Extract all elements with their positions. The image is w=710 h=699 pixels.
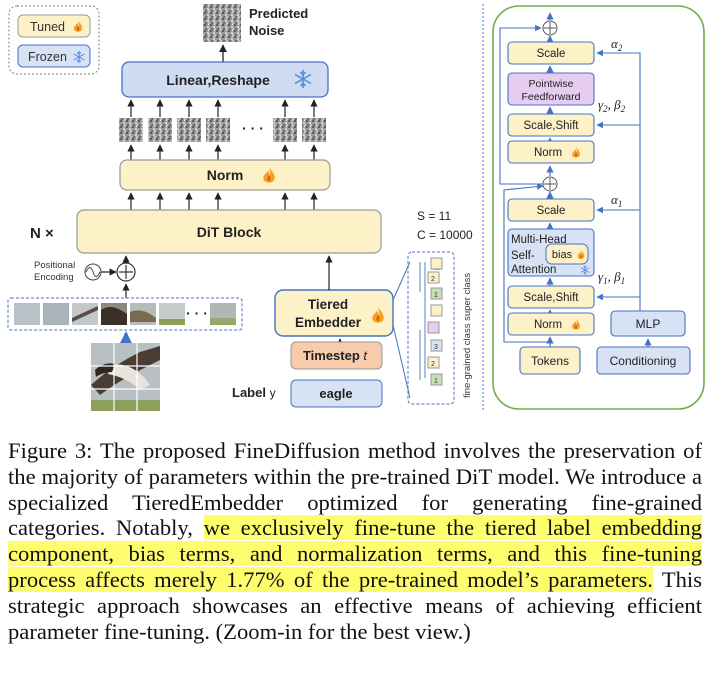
scale-block-mid bbox=[507, 198, 595, 222]
norm-block bbox=[119, 159, 331, 191]
mlp-block bbox=[610, 310, 686, 337]
bias-label: bias bbox=[552, 249, 573, 261]
input-eagle-image bbox=[91, 343, 160, 411]
hierarchy-index-2: 2 bbox=[431, 276, 435, 283]
noise-patch-ellipsis: · · · bbox=[242, 120, 264, 136]
tiered-embedder-block bbox=[274, 289, 394, 337]
legend-tuned-label: Tuned bbox=[30, 20, 65, 34]
image-patch-ellipsis: · · · bbox=[186, 305, 208, 321]
tiered-embedder-label: Tiered bbox=[308, 297, 348, 312]
hierarchy-index-dots: ... bbox=[434, 265, 440, 272]
tokens-label: Tokens bbox=[531, 354, 569, 368]
scale-block-top bbox=[507, 41, 595, 65]
noise-patch-row bbox=[119, 118, 326, 142]
linear-reshape-block bbox=[121, 61, 329, 98]
dit-block-detail-frame bbox=[492, 5, 705, 410]
image-patch-row bbox=[7, 297, 243, 331]
n-times-label: N × bbox=[30, 225, 54, 242]
legend-frozen-label: Frozen bbox=[28, 50, 67, 64]
caption-text-2: This strategic approach showcases an eff… bbox=[8, 566, 702, 644]
timestep-block bbox=[290, 341, 383, 370]
scale-shift-block-bottom bbox=[507, 285, 595, 309]
gamma1-beta1-label: γ1, β1 bbox=[598, 269, 625, 286]
norm-label-top: Norm bbox=[534, 147, 562, 159]
hierarchy-index-3: 3 bbox=[434, 344, 438, 351]
eagle-label-block bbox=[290, 379, 383, 408]
scale-shift-block-top bbox=[507, 113, 595, 137]
legend-box: Tuned Frozen bbox=[8, 5, 100, 75]
mlp-label: MLP bbox=[636, 317, 661, 331]
predicted-noise-image bbox=[203, 4, 241, 42]
hierarchy-index-1b: 1 bbox=[434, 378, 438, 385]
caption-highlight: we exclusively fine-tune the tiered labe… bbox=[8, 515, 703, 592]
pointwise-label: Pointwise bbox=[529, 78, 574, 90]
tiered-embedding-column bbox=[392, 251, 455, 405]
bias-block bbox=[545, 243, 589, 265]
scale-label-mid: Scale bbox=[537, 205, 566, 217]
figure-3-diagram: Tuned Frozen Predicted Noise Linear,Resh… bbox=[7, 4, 705, 412]
scale-shift-label-top: Scale,Shift bbox=[524, 120, 580, 132]
attention-label: Attention bbox=[511, 264, 556, 276]
dit-block bbox=[76, 209, 382, 254]
figure-caption: Figure 3: The proposed FineDiffusion met… bbox=[8, 438, 703, 644]
alpha1-label: α1 bbox=[611, 192, 622, 209]
predicted-noise-label-2: Noise bbox=[249, 23, 284, 38]
gamma2-beta2-label: γ2, β2 bbox=[598, 97, 626, 114]
tiered-embedder-label-2: Embedder bbox=[295, 315, 362, 330]
norm-block-bottom bbox=[507, 312, 595, 336]
norm-label-bottom: Norm bbox=[534, 319, 562, 331]
linear-reshape-label: Linear,Reshape bbox=[166, 72, 270, 88]
s-value-label: S = 11 bbox=[417, 209, 451, 223]
scale-shift-label-bottom: Scale,Shift bbox=[524, 292, 580, 304]
norm-label: Norm bbox=[207, 167, 244, 183]
scale-label-top: Scale bbox=[537, 48, 566, 60]
conditioning-block bbox=[596, 346, 691, 375]
pointwise-feedforward-block bbox=[507, 72, 595, 106]
fine-grained-class-label: fine-grained class super class bbox=[462, 273, 473, 398]
self-label: Self- bbox=[511, 250, 535, 262]
conditioning-label: Conditioning bbox=[610, 354, 677, 368]
positional-encoding-label-2: Encoding bbox=[34, 272, 74, 283]
feedforward-label: Feedforward bbox=[522, 91, 581, 103]
tokens-block bbox=[519, 346, 581, 375]
eagle-label: eagle bbox=[319, 386, 352, 401]
positional-encoding-label: Positional bbox=[34, 260, 75, 271]
label-y-label: Label y bbox=[232, 385, 276, 400]
multi-head-label: Multi-Head bbox=[511, 234, 567, 246]
timestep-label: Timestep t bbox=[303, 348, 368, 363]
c-value-label: C = 10000 bbox=[417, 228, 473, 242]
predicted-noise-label: Predicted bbox=[249, 6, 308, 21]
hierarchy-index-1: 1 bbox=[434, 292, 438, 299]
caption-text-1: Figure 3: The proposed FineDiffusion met… bbox=[8, 438, 702, 541]
hierarchy-index-2b: 2 bbox=[431, 361, 435, 368]
alpha2-label: α2 bbox=[611, 36, 623, 53]
dit-block-label: DiT Block bbox=[197, 224, 262, 240]
norm-block-top bbox=[507, 140, 595, 164]
